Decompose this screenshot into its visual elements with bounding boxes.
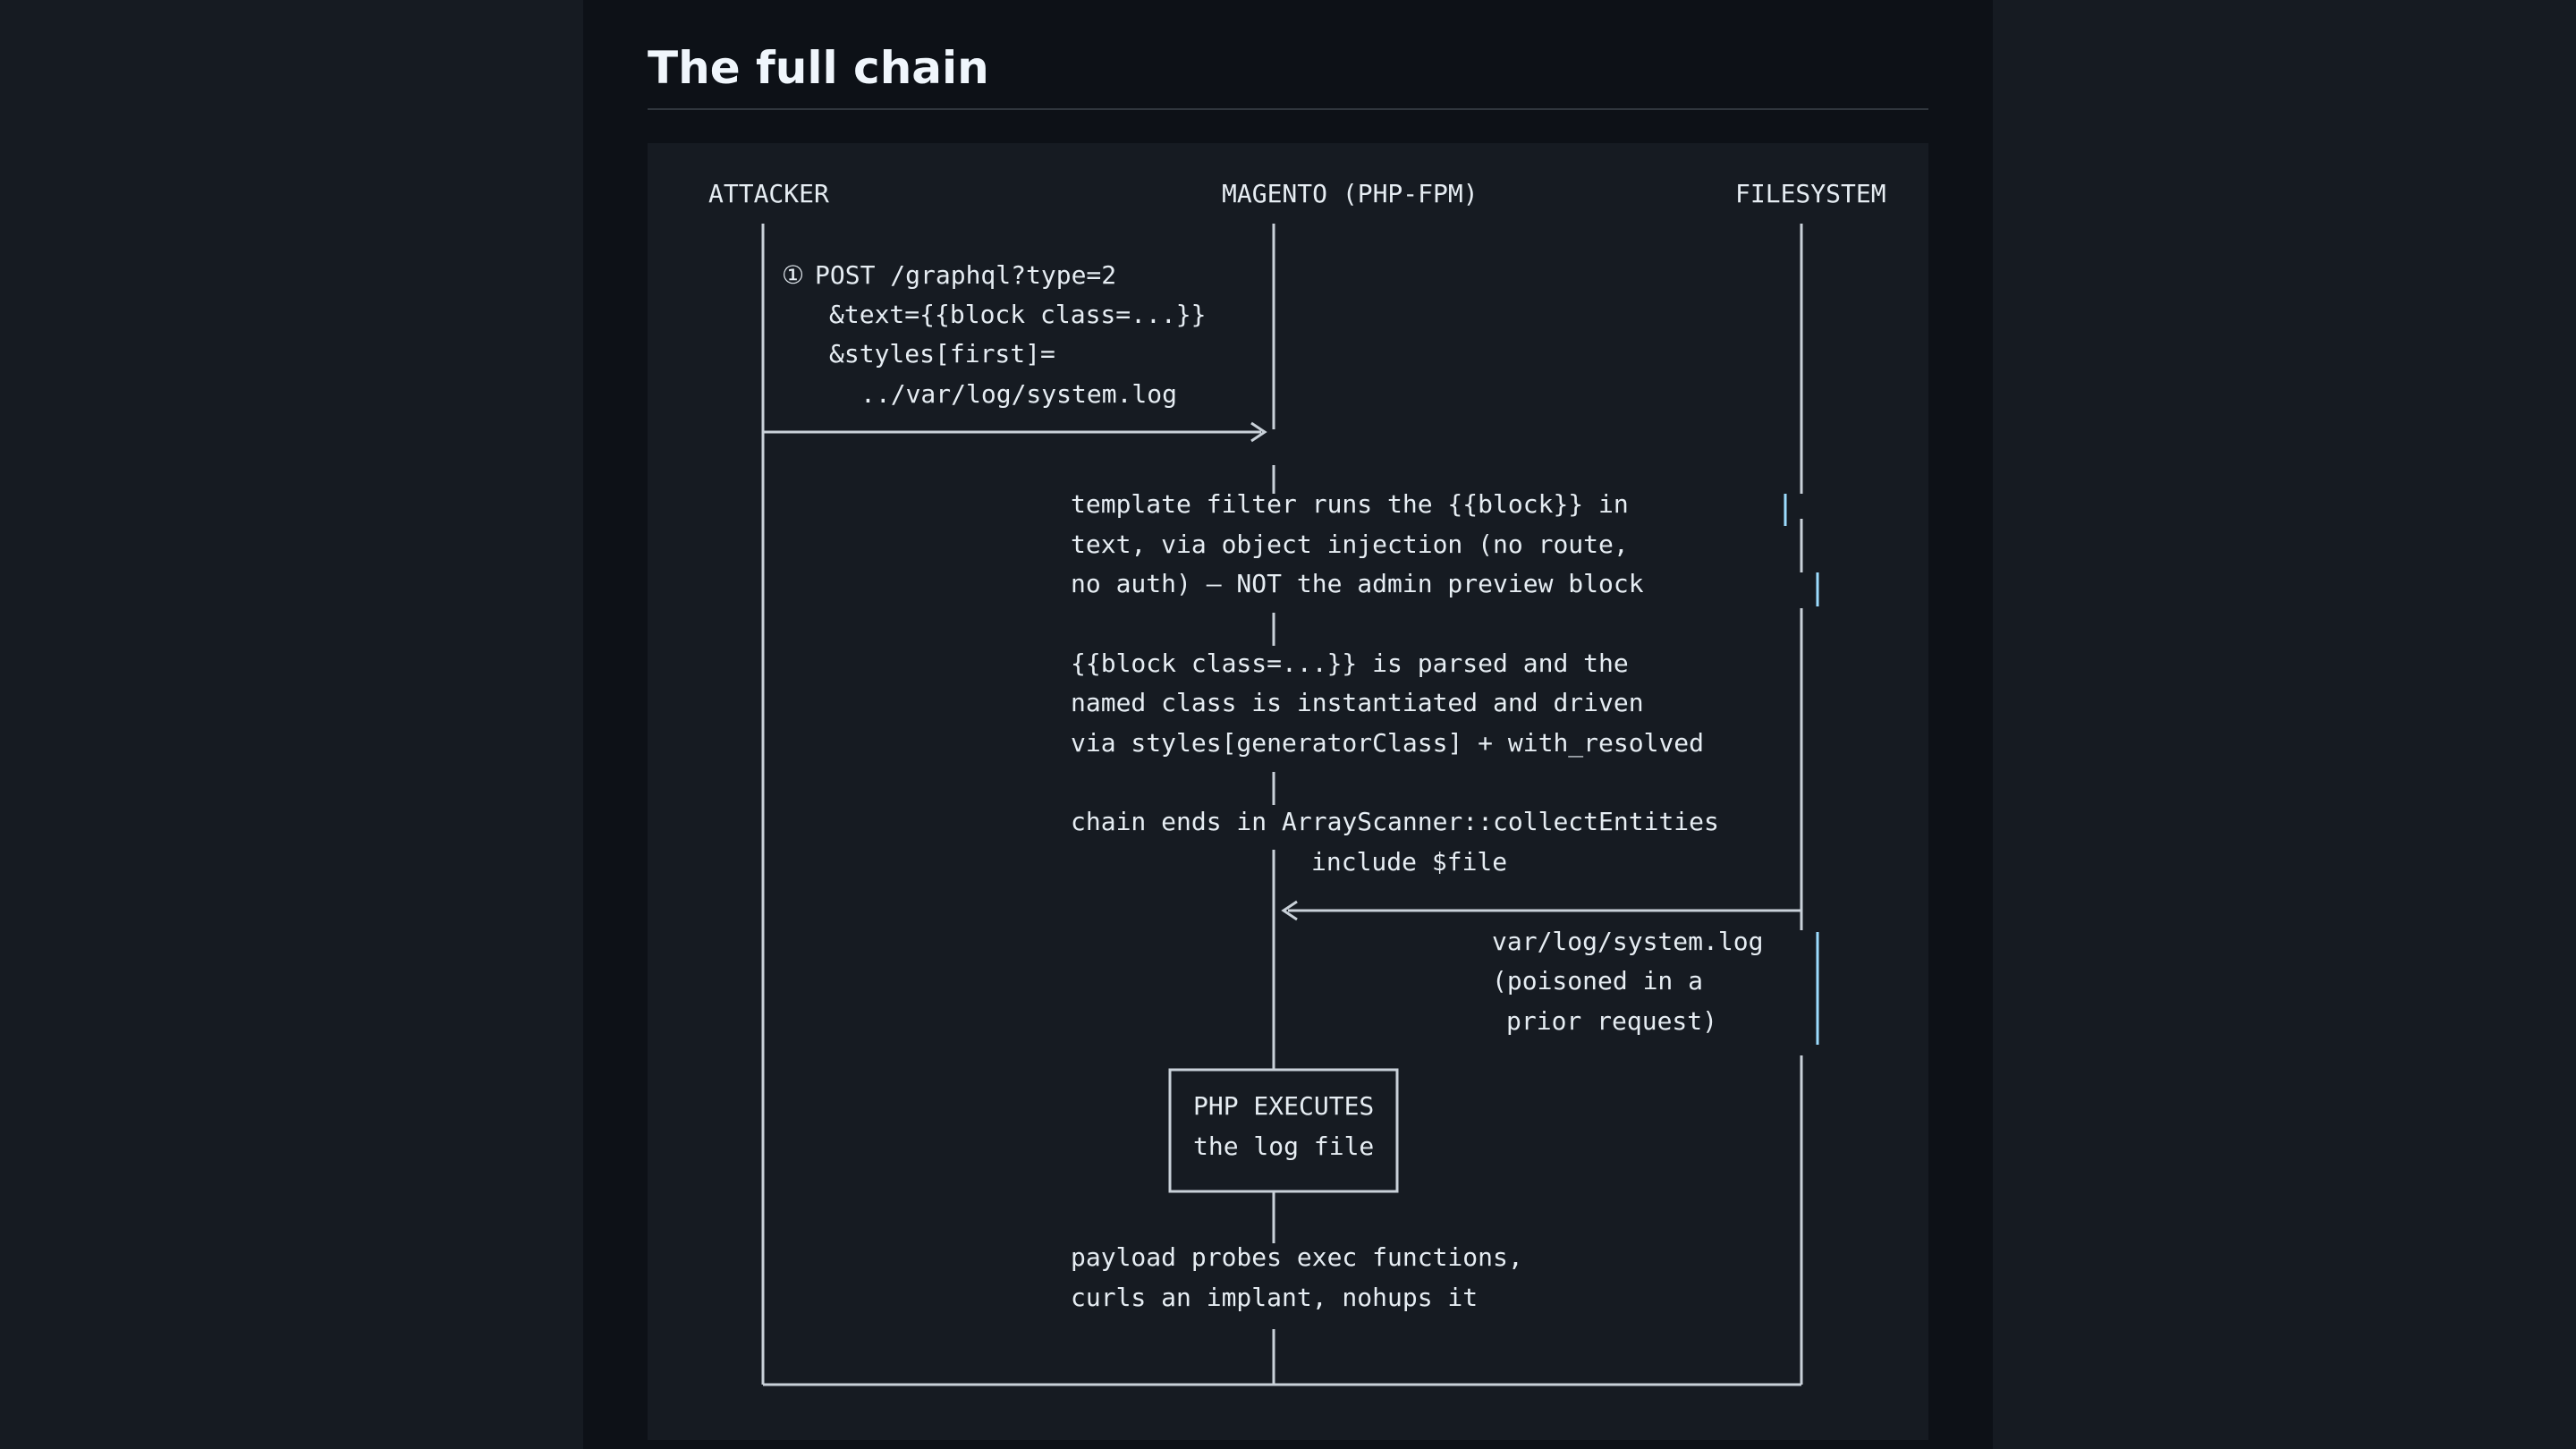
request-line: &text={{block class=...}} bbox=[829, 300, 1206, 329]
log-file-note-line: var/log/system.log bbox=[1492, 927, 1763, 956]
step-include-label: include $file bbox=[1311, 847, 1507, 877]
page-title: The full chain bbox=[648, 42, 989, 94]
request-line: POST /graphql?type=2 bbox=[815, 260, 1116, 290]
step-block-parse-line: {{block class=...}} is parsed and the bbox=[1071, 648, 1629, 678]
step-template-filter-line: text, via object injection (no route, bbox=[1071, 530, 1629, 559]
step-template-filter-line: template filter runs the {{block}} in bbox=[1071, 489, 1629, 519]
step-block-parse-line: via styles[generatorClass] + with_resolv… bbox=[1071, 728, 1704, 758]
step-payload-line: curls an implant, nohups it bbox=[1071, 1283, 1478, 1312]
request-line: ../var/log/system.log bbox=[860, 379, 1177, 409]
request-line: &styles[first]= bbox=[829, 339, 1055, 369]
step-block-parse-line: named class is instantiated and driven bbox=[1071, 688, 1644, 717]
log-file-note-line: (poisoned in a bbox=[1492, 966, 1703, 996]
article-page: The full chain ATTACKER MAGENTO (PHP-FPM… bbox=[583, 0, 1993, 1449]
actor-filesystem: FILESYSTEM bbox=[1735, 179, 1886, 208]
request-marker: ① bbox=[782, 260, 804, 290]
exec-box-line: the log file bbox=[1193, 1131, 1374, 1161]
step-template-filter-line: no auth) — NOT the admin preview block bbox=[1071, 569, 1644, 598]
step-payload-line: payload probes exec functions, bbox=[1071, 1242, 1523, 1272]
sequence-diagram: ATTACKER MAGENTO (PHP-FPM) FILESYSTEM bbox=[708, 179, 1886, 1386]
step-chain-end-line: chain ends in ArrayScanner::collectEntit… bbox=[1071, 807, 1719, 836]
exec-box bbox=[1168, 1068, 1399, 1193]
title-divider bbox=[648, 108, 1928, 110]
exec-box-line: PHP EXECUTES bbox=[1193, 1091, 1374, 1121]
arrow-request-head bbox=[1250, 421, 1267, 443]
actor-attacker: ATTACKER bbox=[708, 179, 829, 208]
arrow-include-head bbox=[1281, 900, 1298, 921]
actor-magento: MAGENTO (PHP-FPM) bbox=[1222, 179, 1479, 208]
log-file-note-line: prior request) bbox=[1506, 1006, 1717, 1036]
sequence-diagram-panel: ATTACKER MAGENTO (PHP-FPM) FILESYSTEM bbox=[648, 143, 1928, 1440]
